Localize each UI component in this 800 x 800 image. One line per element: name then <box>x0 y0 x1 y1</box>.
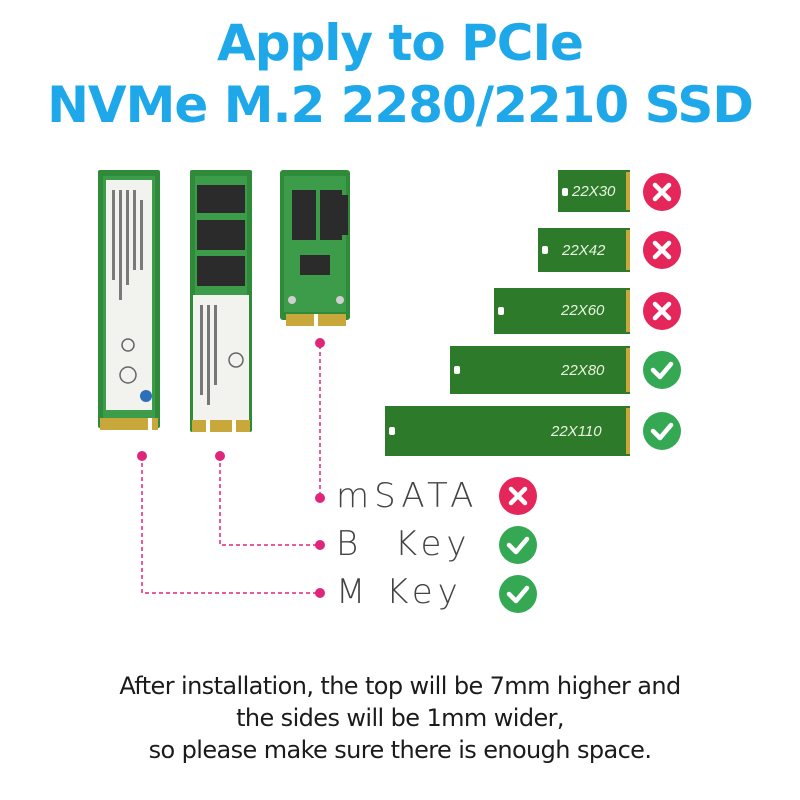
size-card-22x110 <box>385 406 630 456</box>
interface-label-msata: mSATA <box>336 476 479 516</box>
size-card-22x80 <box>450 346 630 394</box>
connector-dots <box>137 338 325 598</box>
size-card-22x42 <box>538 228 630 272</box>
size-label-22x80: 22X80 <box>561 362 605 379</box>
cross-icon <box>642 230 682 270</box>
size-card-22x30 <box>558 170 630 212</box>
check-icon <box>498 574 538 614</box>
interface-label-m-key: M Key <box>336 572 463 612</box>
m-key-ssd-image <box>98 170 160 430</box>
size-label-22x60: 22X60 <box>561 302 605 319</box>
check-icon <box>642 350 682 390</box>
check-icon <box>498 525 538 565</box>
footer-line-3: so please make sure there is enough spac… <box>148 736 652 764</box>
cross-icon <box>642 172 682 212</box>
cross-icon <box>498 476 538 516</box>
title-line-1: Apply to PCIe <box>217 14 584 72</box>
size-label-22x30: 22X30 <box>572 183 616 200</box>
b-key-ssd-image <box>190 170 252 432</box>
size-card-22x60 <box>494 288 630 334</box>
size-label-22x110: 22X110 <box>551 423 602 440</box>
size-label-22x42: 22X42 <box>562 242 606 259</box>
title-line-2: NVMe M.2 2280/2210 SSD <box>47 76 754 134</box>
cross-icon <box>642 291 682 331</box>
footer-line-2: the sides will be 1mm wider, <box>236 704 564 732</box>
size-cards <box>385 170 630 456</box>
check-icon <box>642 411 682 451</box>
footer-line-1: After installation, the top will be 7mm … <box>119 672 681 700</box>
msata-ssd-image <box>280 170 350 326</box>
interface-label-b-key: B Key <box>336 524 472 564</box>
